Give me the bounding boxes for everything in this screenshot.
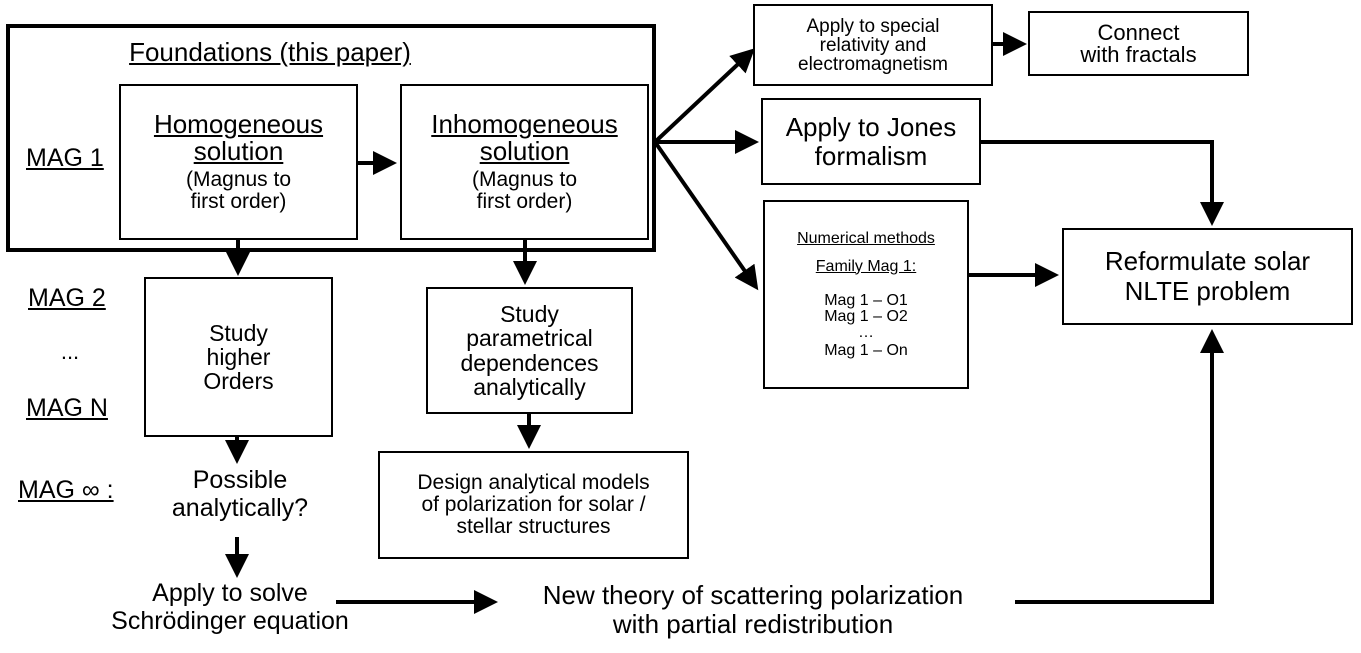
higher-orders-box: Study higher Orders (144, 277, 333, 437)
inhomogeneous-sub-2: first order) (476, 190, 573, 214)
foundations-frame (6, 24, 656, 252)
inhomogeneous-sub-1: (Magnus to (471, 168, 578, 192)
design-models-line-2: of polarization for solar / (421, 492, 646, 516)
side-label-mag2: MAG 2 (28, 284, 106, 312)
side-label-dots: ... (60, 339, 80, 364)
jones-line-1: Apply to Jones (785, 111, 957, 142)
reformulate-line-2: NLTE problem (1124, 275, 1291, 306)
inhomogeneous-title-2: solution (479, 135, 570, 166)
possible-line-1: Possible (192, 466, 288, 494)
homogeneous-solution-box: Homogeneous solution (Magnus to first or… (119, 84, 358, 240)
parametrical-line-1: Study (500, 301, 559, 328)
schrodinger-line-1: Apply to solve (152, 579, 308, 607)
arrow-jones-to-reformulate (980, 140, 1224, 226)
parametrical-line-4: analytically (473, 373, 586, 400)
fractals-line-2: with fractals (1080, 41, 1197, 67)
higher-orders-line-1: Study (209, 319, 268, 346)
parametrical-line-2: parametrical (466, 325, 593, 352)
jones-line-2: formalism (814, 140, 928, 171)
reformulate-line-1: Reformulate solar (1104, 245, 1311, 276)
special-relativity-line-3: electromagnetism (798, 53, 948, 75)
special-relativity-box: Apply to special relativity and electrom… (753, 4, 993, 86)
numerical-methods-box: Numerical methods Family Mag 1: Mag 1 – … (763, 200, 969, 389)
new-theory-text: New theory of scattering polarization wi… (498, 580, 1008, 640)
schrodinger-line-2: Schrödinger equation (111, 607, 349, 635)
arrow-new-theory-to-reformulate (1015, 329, 1224, 604)
jones-box: Apply to Jones formalism (761, 98, 981, 185)
numerical-o2: Mag 1 – O2 (824, 307, 908, 325)
side-label-magn: MAG N (26, 394, 108, 422)
foundations-title: Foundations (this paper) (129, 37, 411, 67)
inhomogeneous-solution-box: Inhomogeneous solution (Magnus to first … (400, 84, 649, 240)
fractals-box: Connect with fractals (1028, 11, 1249, 76)
fractals-line-1: Connect (1097, 19, 1180, 45)
homogeneous-title-1: Homogeneous (153, 108, 324, 139)
parametrical-line-3: dependences (460, 349, 599, 376)
side-label-mag-infinity: MAG ∞ : (18, 476, 114, 504)
parametrical-box: Study parametrical dependences analytica… (426, 287, 633, 414)
special-relativity-line-2: relativity and (819, 34, 927, 56)
numerical-family: Family Mag 1: (815, 257, 917, 275)
homogeneous-sub-2: first order) (190, 190, 287, 214)
possible-analytically-text: Possible analytically? (140, 466, 340, 522)
numerical-dots: … (858, 323, 874, 341)
design-models-line-1: Design analytical models (417, 470, 650, 494)
side-label-mag1: MAG 1 (26, 144, 104, 172)
special-relativity-line-1: Apply to special (806, 15, 940, 37)
higher-orders-line-3: Orders (203, 368, 274, 395)
homogeneous-title-2: solution (193, 135, 284, 166)
reformulate-box: Reformulate solar NLTE problem (1062, 228, 1353, 325)
arrow-to-special-relativity (653, 48, 755, 144)
schrodinger-text: Apply to solve Schrödinger equation (80, 579, 380, 635)
homogeneous-sub-1: (Magnus to (185, 168, 292, 192)
arrow-to-numerical (653, 140, 759, 291)
new-theory-line-1: New theory of scattering polarization (542, 580, 964, 610)
higher-orders-line-2: higher (206, 343, 271, 370)
numerical-on: Mag 1 – On (824, 341, 908, 359)
design-models-line-3: stellar structures (456, 515, 611, 539)
design-models-box: Design analytical models of polarization… (378, 451, 689, 559)
possible-line-2: analytically? (171, 494, 309, 522)
numerical-title: Numerical methods (797, 229, 935, 247)
inhomogeneous-title-1: Inhomogeneous (431, 108, 618, 139)
new-theory-line-2: with partial redistribution (612, 609, 894, 640)
numerical-o1: Mag 1 – O1 (824, 291, 908, 309)
